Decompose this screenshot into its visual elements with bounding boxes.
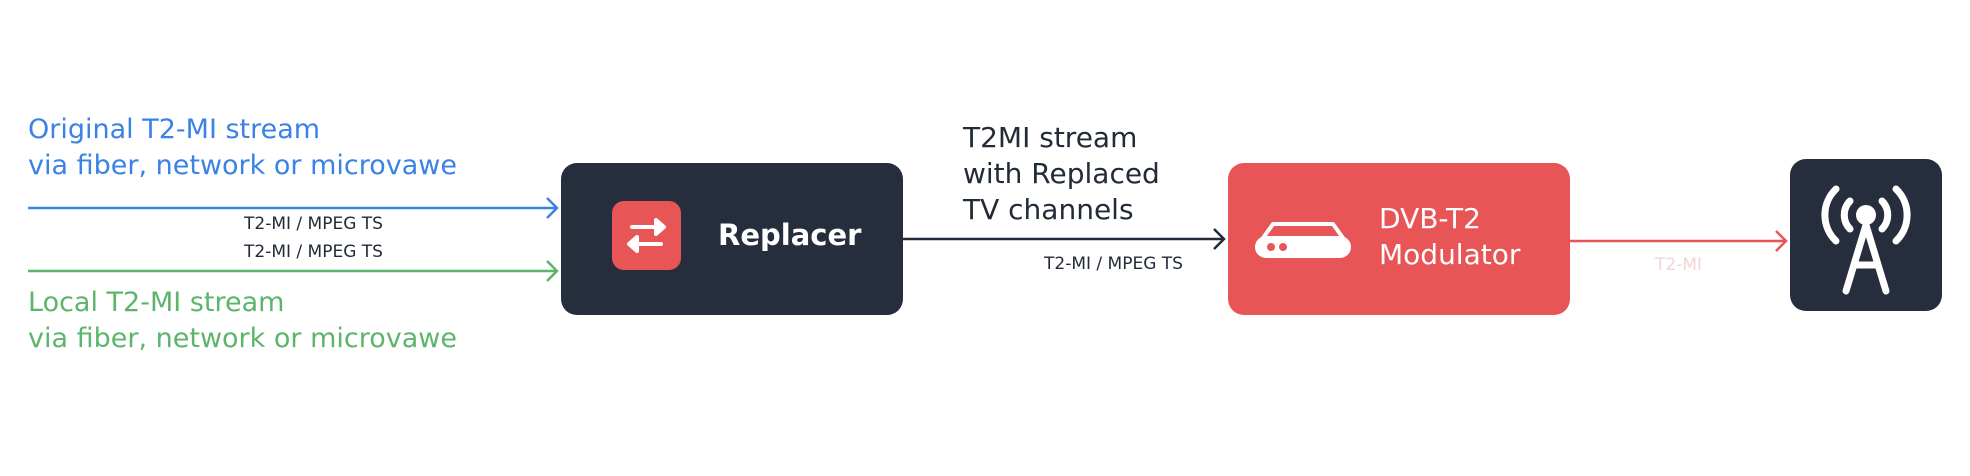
- modulator-title-line2: Modulator: [1379, 238, 1521, 271]
- swap-arrows-icon: [612, 201, 681, 270]
- modulator-title-line1: DVB-T2: [1379, 202, 1481, 235]
- dvb-t2-modulator-node: DVB-T2 Modulator: [1228, 163, 1570, 315]
- local-connector-label: T2-MI / MPEG TS: [244, 242, 383, 262]
- transmitter-node: [1790, 159, 1942, 311]
- modulator-output-connector-label: T2-MI: [1655, 255, 1703, 275]
- set-top-box-icon: [1251, 218, 1355, 266]
- replacer-output-connector-label: T2-MI / MPEG TS: [1044, 254, 1183, 274]
- replacer-to-modulator-arrow: [903, 228, 1226, 250]
- original-input-arrow: [28, 197, 559, 219]
- modulator-title: DVB-T2 Modulator: [1379, 201, 1520, 273]
- local-stream-label: Local T2-MI stream via fiber, network or…: [28, 285, 457, 357]
- original-stream-label: Original T2-MI stream via fiber, network…: [28, 112, 457, 184]
- replaced-stream-line2: with Replaced: [963, 157, 1160, 190]
- antenna-tower-icon: [1806, 171, 1926, 303]
- replacer-title: Replacer: [718, 218, 862, 252]
- replaced-stream-line3: TV channels: [963, 193, 1134, 226]
- local-stream-line1: Local T2-MI stream: [28, 287, 285, 318]
- original-stream-line2: via fiber, network or microvawe: [28, 150, 457, 181]
- replaced-stream-line1: T2MI stream: [963, 121, 1138, 154]
- modulator-to-transmitter-arrow: [1570, 230, 1788, 252]
- original-connector-label: T2-MI / MPEG TS: [244, 214, 383, 234]
- replaced-stream-label: T2MI stream with Replaced TV channels: [963, 120, 1160, 228]
- original-stream-line1: Original T2-MI stream: [28, 114, 321, 145]
- local-input-arrow: [28, 260, 559, 282]
- local-stream-line2: via fiber, network or microvawe: [28, 323, 457, 354]
- replacer-node: Replacer: [561, 163, 903, 315]
